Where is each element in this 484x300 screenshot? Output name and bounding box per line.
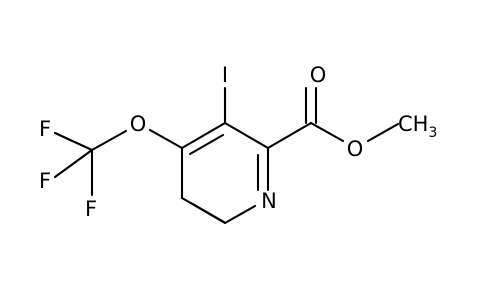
bond-c3-c4 xyxy=(180,121,227,150)
pyridine-ring-bonds xyxy=(180,121,270,225)
atom-label-ester-oxygen: O xyxy=(347,137,364,161)
bond-c5-c6-inner xyxy=(189,201,226,224)
bond-cf3-fluorine-1 xyxy=(53,131,94,152)
methyl-ch: CH xyxy=(398,112,428,136)
atom-label-fluorine-3: F xyxy=(85,197,97,221)
bond-carbonyl-ester-oxygen xyxy=(309,121,345,143)
atom-label-fluorine-2: F xyxy=(39,169,51,193)
bond-c6-n1 xyxy=(223,204,257,225)
atom-label-fluorine-1: F xyxy=(39,117,51,141)
bond-c3-c4-inner xyxy=(188,133,225,156)
ester-group-bonds xyxy=(266,86,400,150)
bond-ester-oxygen-methyl xyxy=(366,122,400,143)
bond-c4-ether-oxygen xyxy=(148,128,184,150)
bond-c2-carbonyl-carbon xyxy=(266,121,313,150)
atom-label-methyl: CH3 xyxy=(398,112,437,141)
bond-ether-oxygen-cf3 xyxy=(90,129,128,152)
atom-label-iodine: I xyxy=(222,63,228,87)
atom-label-ring-nitrogen: N xyxy=(261,189,277,213)
bond-c2-c3 xyxy=(223,121,270,150)
atom-label-carbonyl-oxygen: O xyxy=(310,63,327,87)
trifluoromethoxy-bonds xyxy=(53,128,184,197)
bond-cf3-fluorine-2 xyxy=(53,148,94,179)
methyl-subscript: 3 xyxy=(428,125,437,141)
atom-label-ether-oxygen: O xyxy=(130,112,147,136)
